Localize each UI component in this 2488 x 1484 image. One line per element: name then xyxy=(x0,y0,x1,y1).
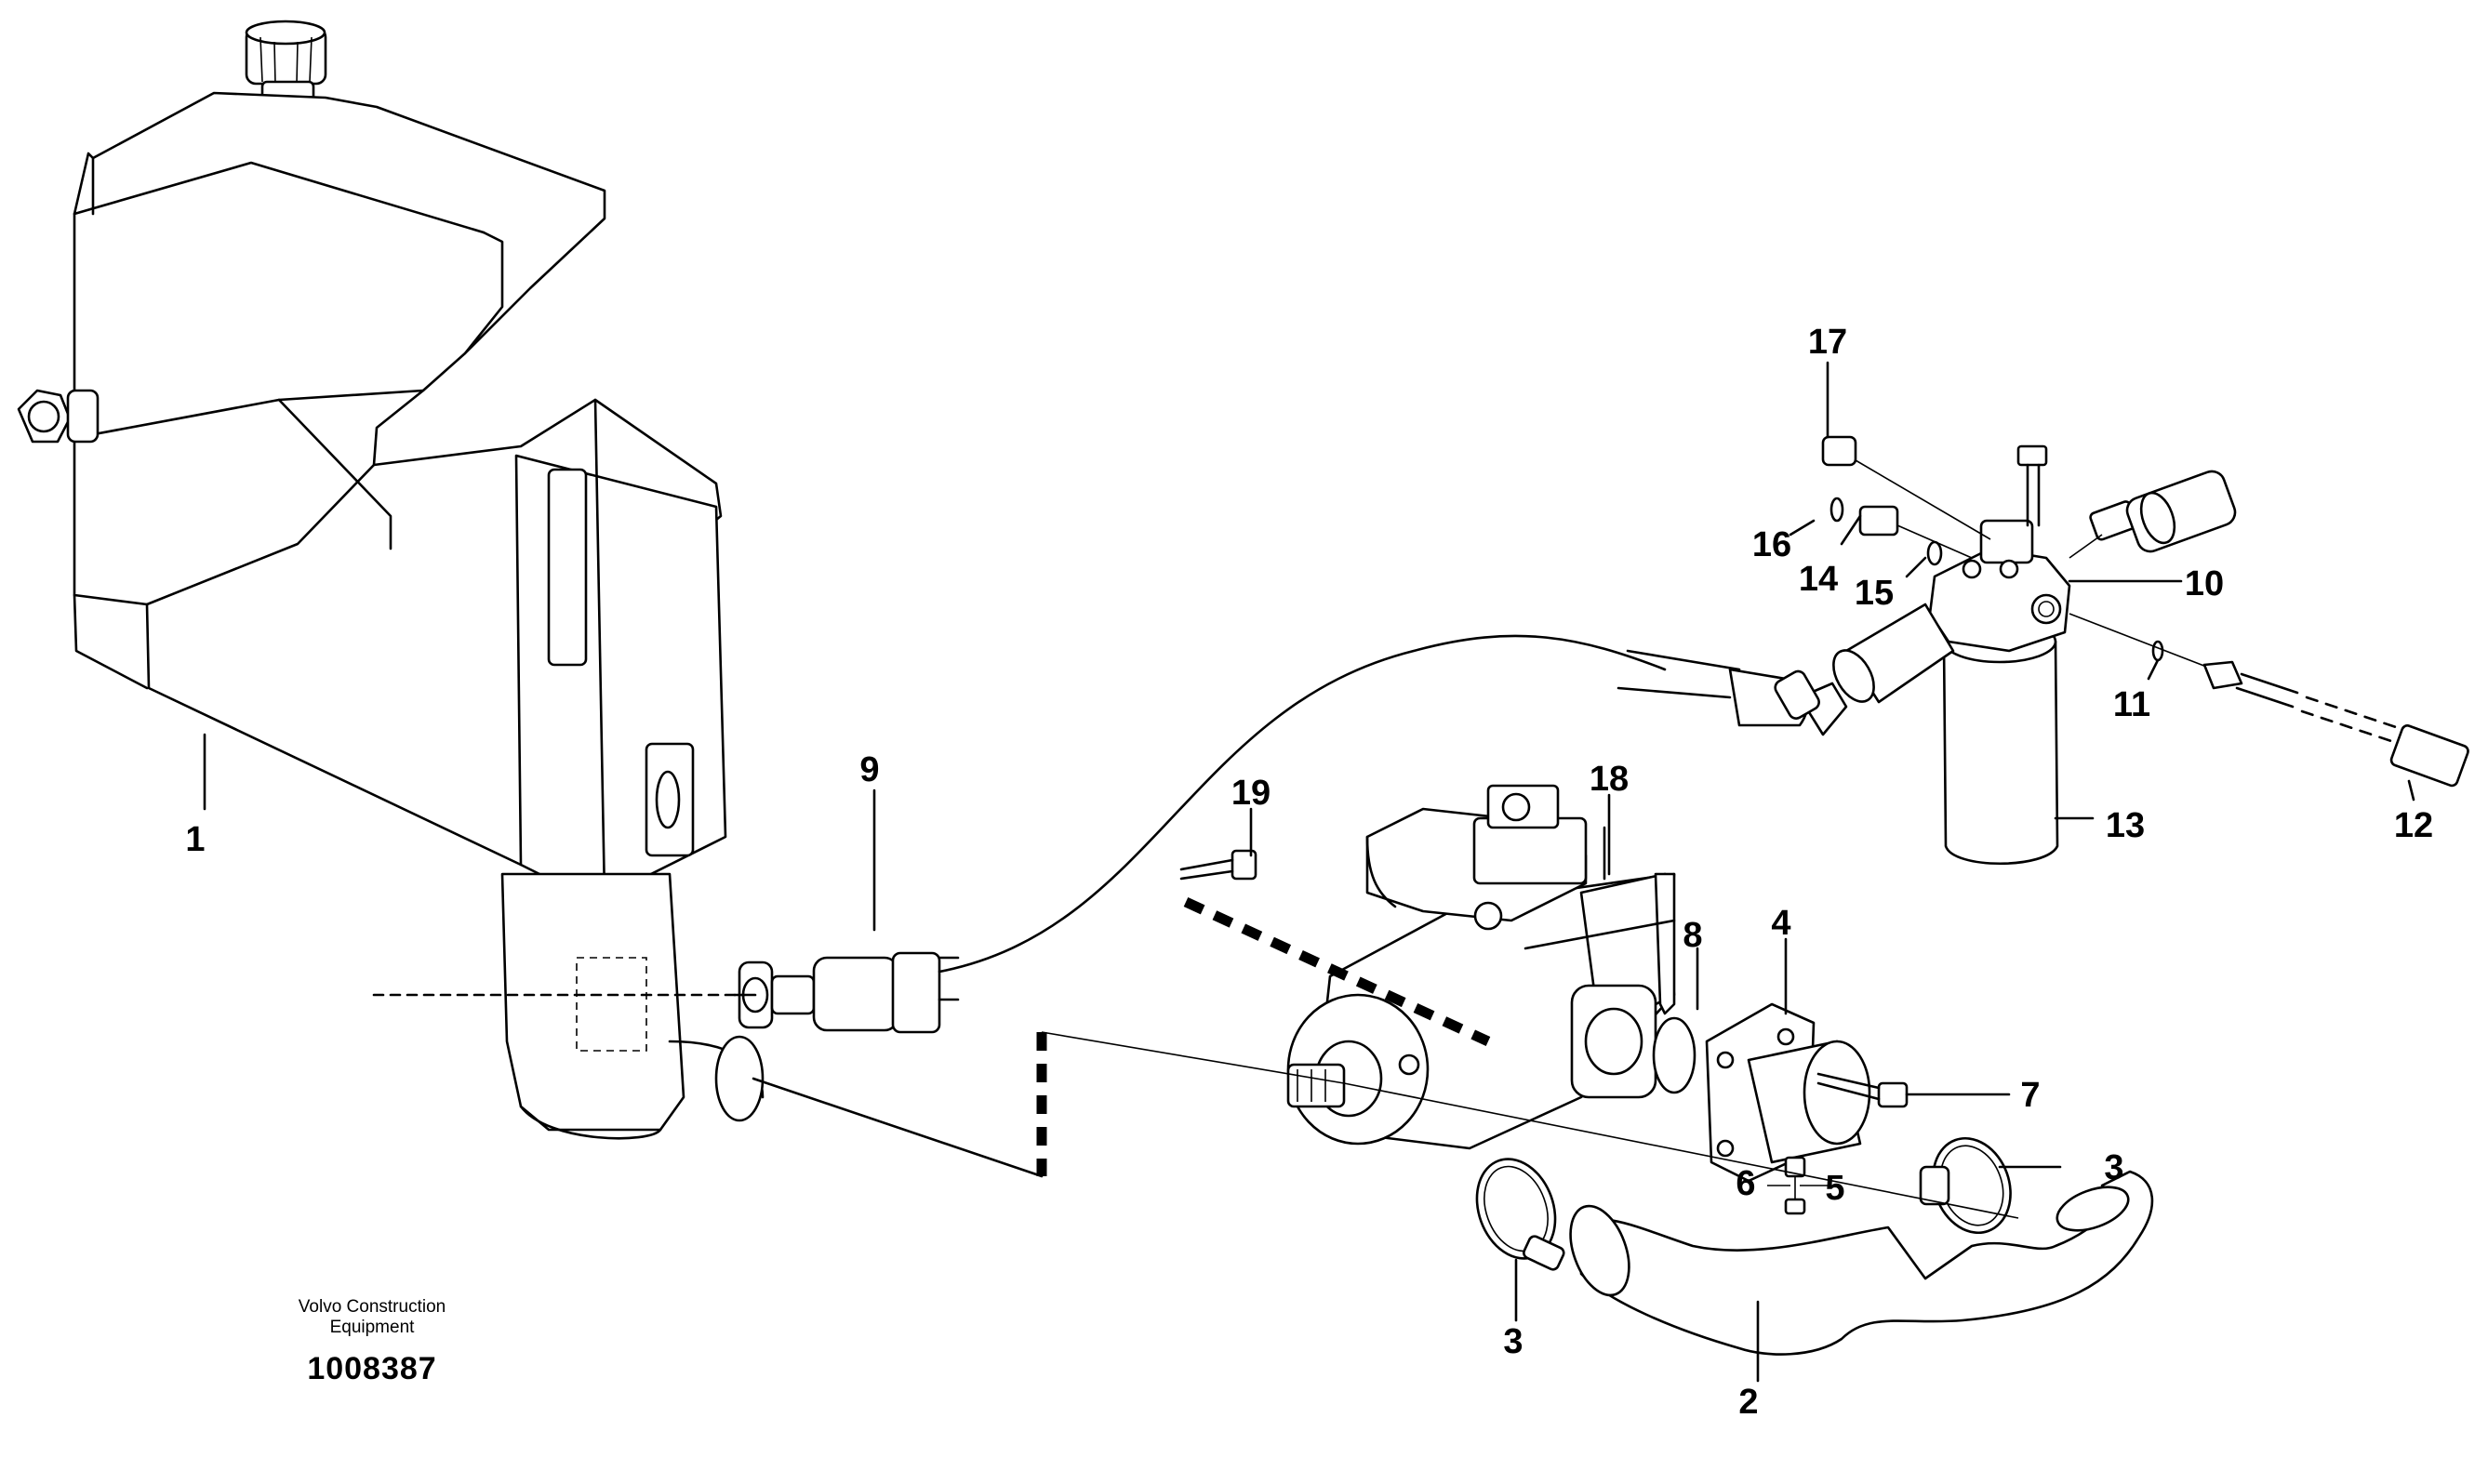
diagram-footer: Volvo Construction Equipment 1008387 xyxy=(251,1297,493,1387)
callout-6: 6 xyxy=(1736,1164,1755,1203)
callout-4: 4 xyxy=(1771,904,1790,943)
filter-element xyxy=(1942,640,2059,865)
callout-11: 11 xyxy=(2113,685,2150,724)
callout-14: 14 xyxy=(1799,560,1838,599)
callout-19: 19 xyxy=(1231,774,1271,813)
drain-plug xyxy=(17,389,100,444)
callout-12: 12 xyxy=(2394,806,2433,845)
tank-body xyxy=(73,91,606,606)
callout-5: 5 xyxy=(1825,1169,1844,1208)
hydraulic-tank xyxy=(17,20,765,1140)
callout-8: 8 xyxy=(1683,916,1702,955)
callout-16: 16 xyxy=(1752,525,1791,564)
hose-assembly xyxy=(372,634,1848,1034)
callout-18: 18 xyxy=(1590,760,1629,799)
callout-17: 17 xyxy=(1808,323,1847,362)
brand-line-1: Volvo Construction xyxy=(298,1297,446,1317)
callout-13: 13 xyxy=(2106,806,2145,845)
callout-3-left: 3 xyxy=(1503,1322,1523,1361)
return-filter-assembly xyxy=(1789,361,2469,865)
hydraulic-pump xyxy=(752,784,1676,1178)
brand-line-2: Equipment xyxy=(329,1318,415,1337)
callout-9: 9 xyxy=(859,750,879,789)
callout-labels: 1 2 3 3 4 5 6 7 8 9 10 11 12 13 14 15 16… xyxy=(185,323,2433,1422)
callout-2: 2 xyxy=(1738,1383,1758,1422)
callout-10: 10 xyxy=(2185,564,2224,603)
callout-7: 7 xyxy=(2020,1076,2040,1115)
callout-1: 1 xyxy=(185,820,205,859)
callout-15: 15 xyxy=(1855,574,1894,613)
callout-3-right: 3 xyxy=(2104,1148,2123,1187)
document-number: 1008387 xyxy=(307,1351,437,1386)
suction-flange xyxy=(1652,937,2011,1215)
suction-hose xyxy=(1343,1082,2154,1383)
